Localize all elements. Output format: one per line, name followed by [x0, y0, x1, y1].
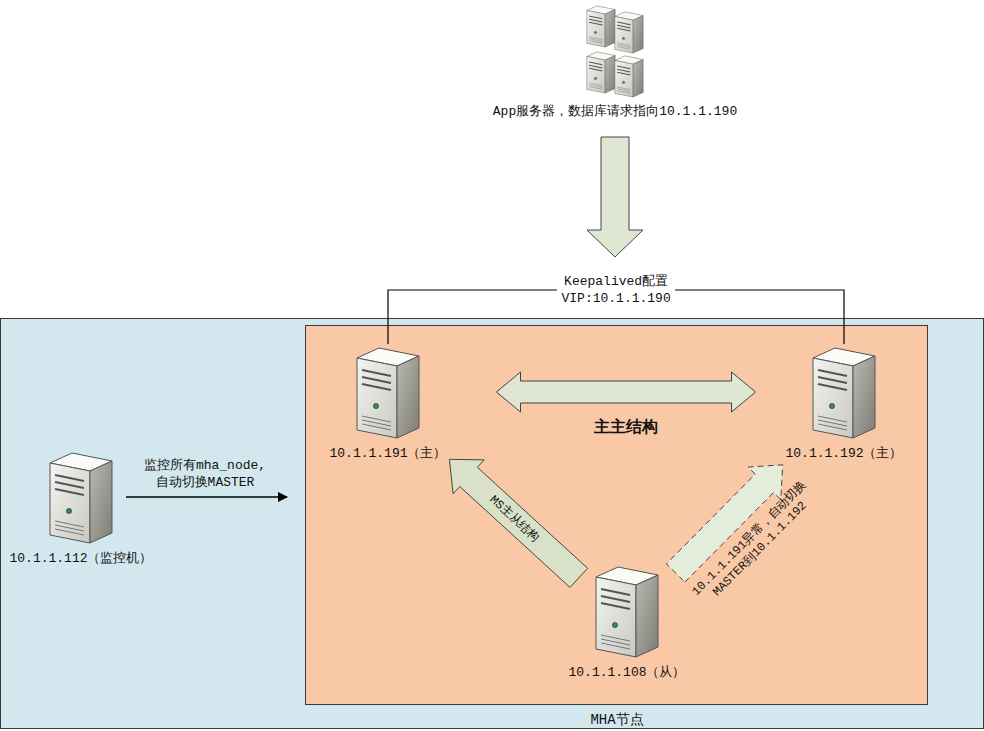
server-cluster-icon [583, 4, 647, 98]
replication-arrow [449, 459, 587, 587]
region-band: MHA节点 10.1.1.112（监控机） 10.1.1.191（主） 10.1.1.… [0, 318, 984, 729]
server-node: 10.1.1.191（主） [329, 344, 446, 462]
server-label: 10.1.1.112（监控机） [9, 551, 152, 567]
region-title: MHA节点 [1, 712, 983, 728]
server-icon [809, 344, 879, 440]
server-icon [353, 344, 423, 440]
server-node: 10.1.1.112（监控机） [9, 449, 152, 567]
keepalived-link [388, 290, 844, 344]
structure-label: 主主结构 [594, 418, 658, 435]
server-icon [592, 563, 662, 659]
monitor-note: 监控所有mha_node, 自动切换MASTER [144, 457, 266, 491]
server-node: 10.1.1.108（从） [568, 563, 685, 681]
request-arrow [587, 137, 643, 257]
server-label: 10.1.1.192（主） [785, 446, 902, 462]
server-icon [46, 449, 116, 545]
server-node: 10.1.1.192（主） [785, 344, 902, 462]
server-label: 10.1.1.108（从） [568, 665, 685, 681]
server-label: App服务器，数据库请求指向10.1.1.190 [493, 104, 737, 120]
failover-arrow [666, 465, 782, 582]
master-master-arrow [497, 372, 756, 412]
monitor-arrow [126, 496, 287, 497]
failover-label: 10.1.1.191异常，自动切换MASTER到10.1.1.192 [681, 470, 828, 618]
server-node: App服务器，数据库请求指向10.1.1.190 [493, 4, 737, 120]
replication-label: MS主从结构 [487, 492, 542, 544]
server-label: 10.1.1.191（主） [329, 446, 446, 462]
vip-label: Keepalived配置 VIP:10.1.1.190 [557, 273, 674, 307]
